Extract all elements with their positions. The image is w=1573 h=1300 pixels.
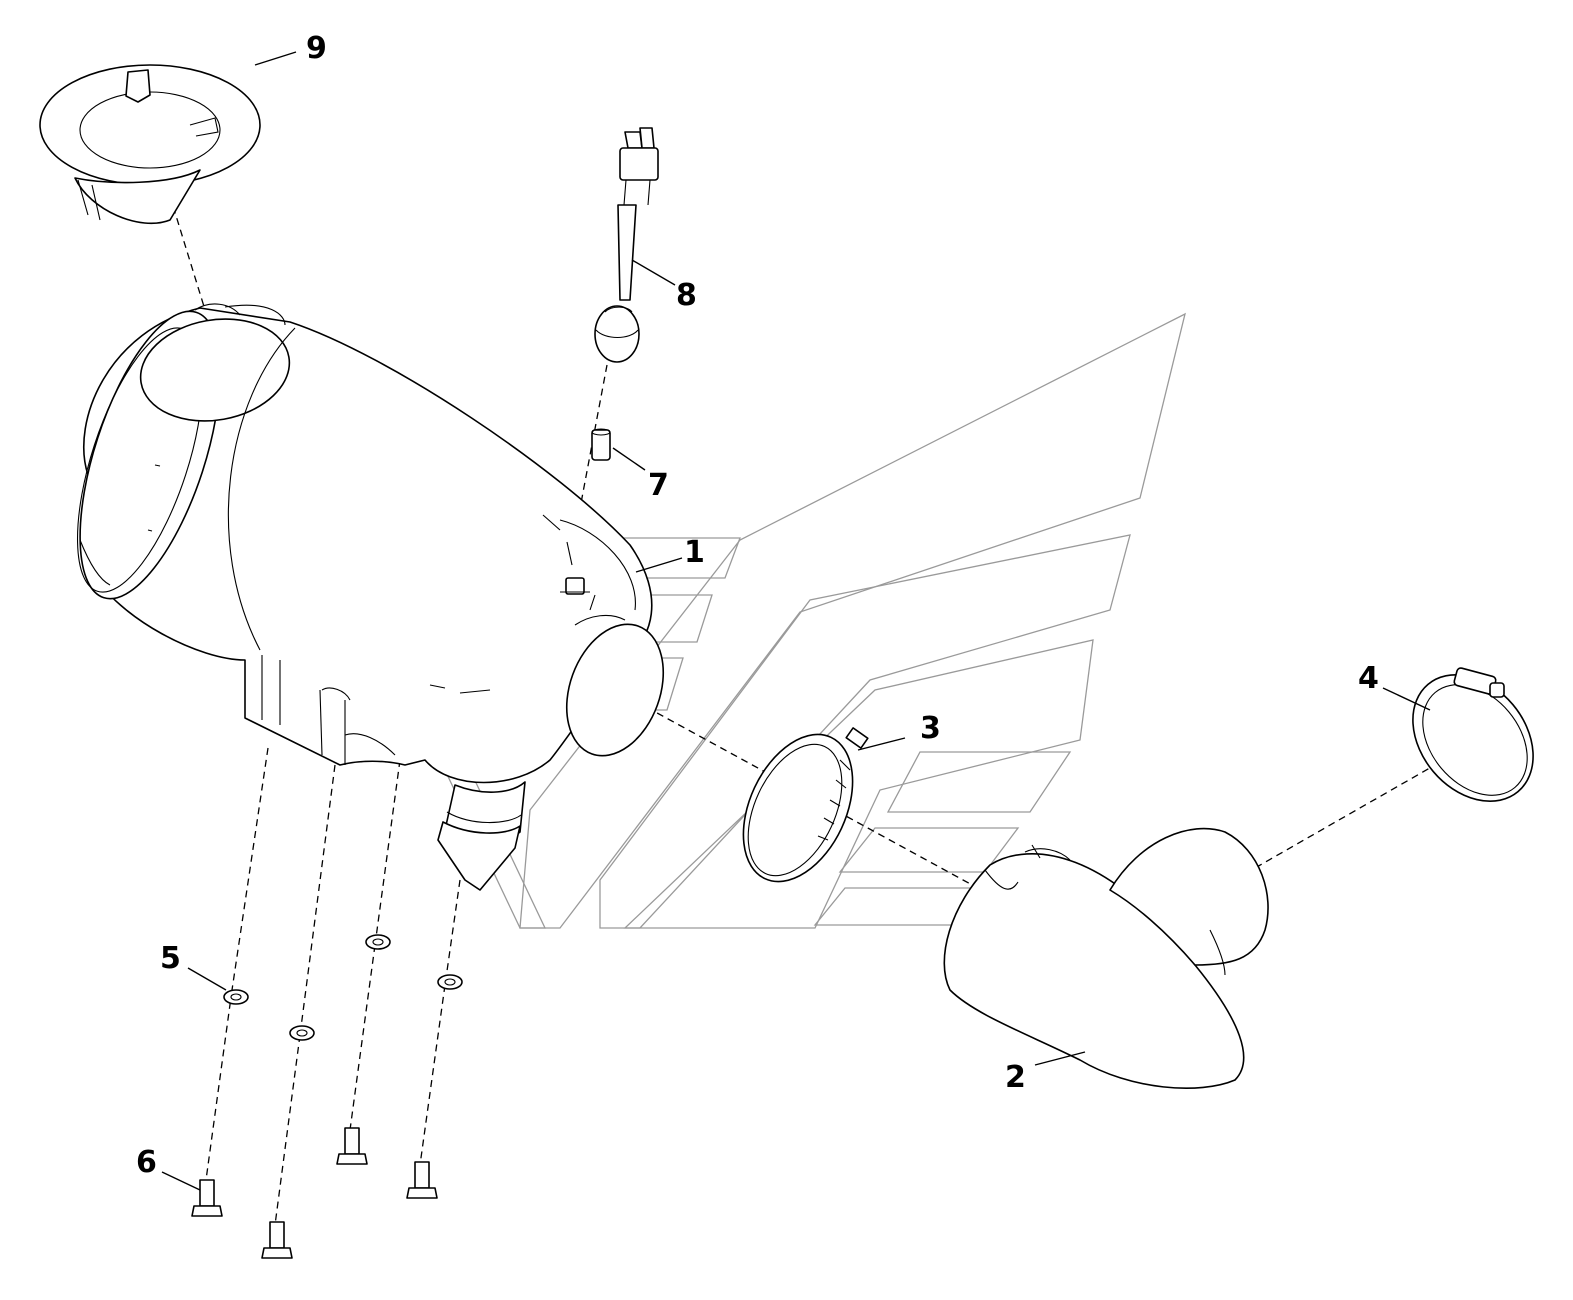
callout-7: 7	[648, 468, 669, 503]
washers	[223, 934, 463, 1041]
callout-8: 8	[676, 278, 697, 313]
hose-clamp-3	[742, 727, 869, 883]
callout-9: 9	[306, 31, 327, 66]
callout-1: 1	[684, 535, 705, 570]
bolt	[406, 1161, 438, 1199]
bolt	[336, 1127, 368, 1165]
callout-5: 5	[160, 941, 181, 976]
bolt	[191, 1179, 223, 1217]
callout-4: 4	[1358, 661, 1379, 696]
spacer	[591, 428, 611, 461]
callout-3: 3	[920, 711, 941, 746]
air-cleaner-housing	[76, 303, 665, 891]
hose-clamp-4	[1412, 667, 1534, 802]
intake-elbow	[943, 827, 1269, 1089]
bolts	[191, 1127, 438, 1259]
restriction-sensor	[594, 127, 659, 363]
callouts: 1 2 3 4 5 6 7 8 9	[136, 31, 1379, 1180]
precleaner	[39, 64, 261, 225]
leader-lines	[161, 51, 1431, 1191]
callout-2: 2	[1005, 1060, 1026, 1095]
bolt	[261, 1221, 293, 1259]
callout-6: 6	[136, 1145, 157, 1180]
